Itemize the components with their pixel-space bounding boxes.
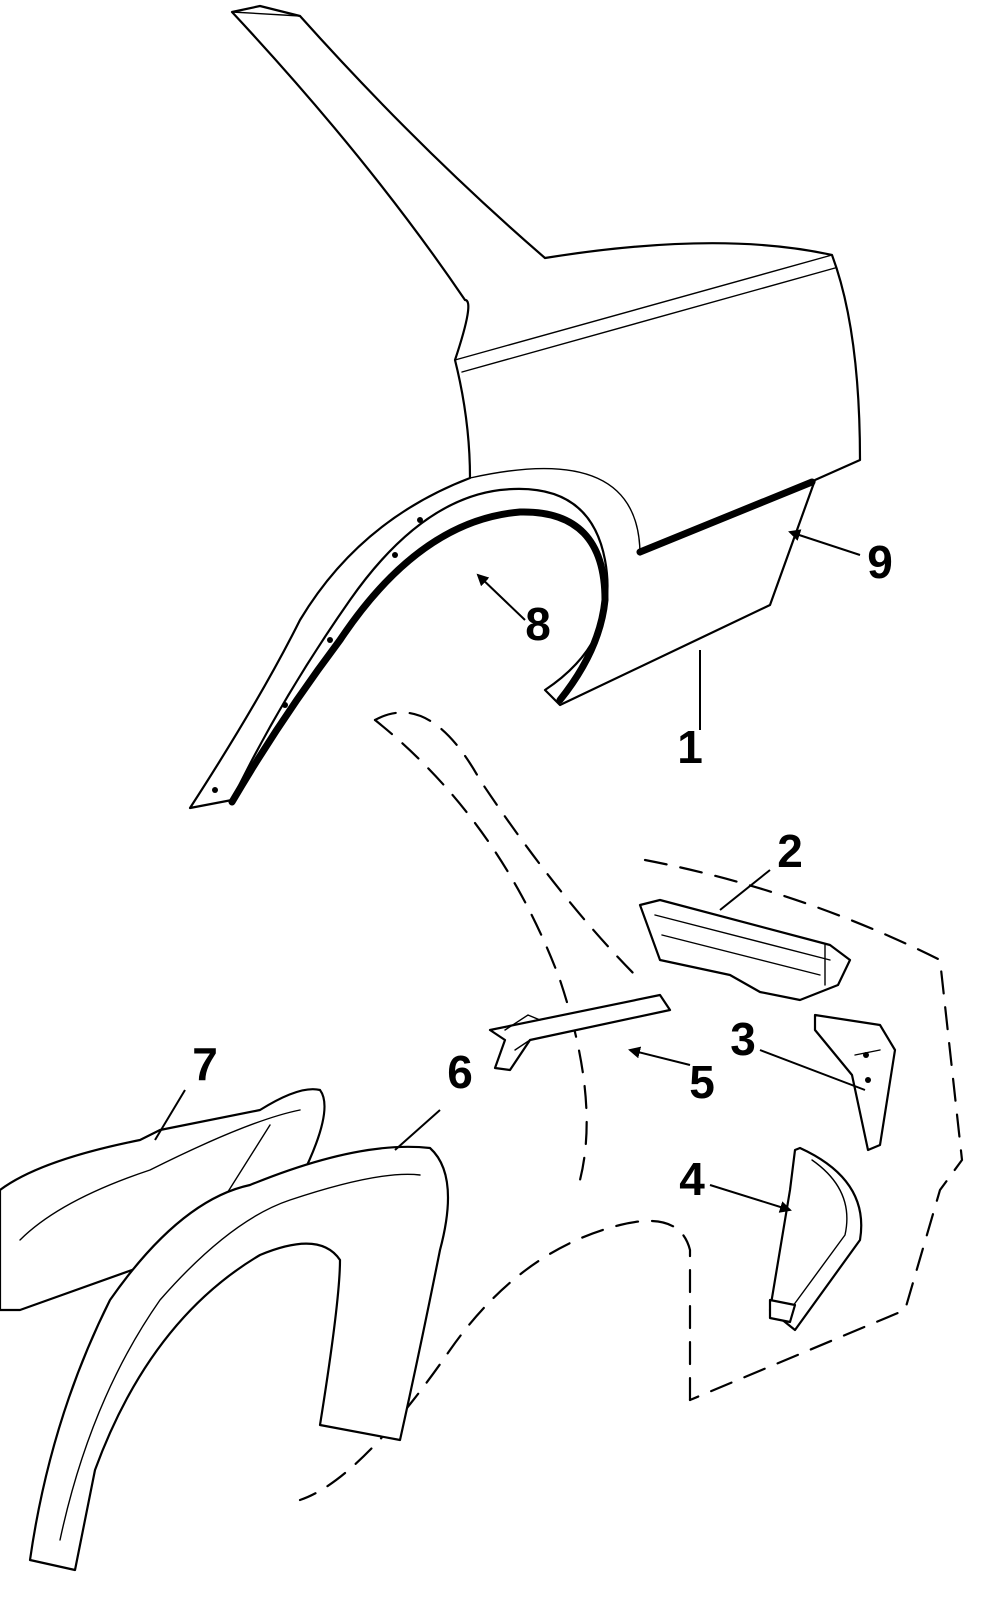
callout-3: 3 — [730, 1013, 756, 1065]
leader-2 — [719, 869, 771, 911]
leader-5 — [628, 1046, 691, 1066]
callout-2: 2 — [777, 825, 803, 877]
callout-9: 9 — [867, 536, 893, 588]
outer-wheelhouse — [28, 1145, 450, 1572]
wheel-opening-molding — [228, 508, 609, 806]
reinforcement-bracket — [638, 898, 852, 1002]
leader-9 — [788, 529, 861, 556]
quarter-panel — [188, 4, 862, 810]
rocker-molding — [636, 478, 816, 556]
callout-8: 8 — [525, 598, 551, 650]
leader-6 — [394, 1109, 441, 1151]
leader-7 — [154, 1089, 186, 1141]
leader-3 — [759, 1049, 866, 1091]
callout-labels: 1 2 3 4 5 6 7 8 9 — [192, 536, 893, 1205]
brace — [488, 993, 672, 1072]
leader-lines — [154, 529, 866, 1213]
mounting-bracket — [813, 1013, 897, 1152]
callout-7: 7 — [192, 1038, 218, 1090]
callout-1: 1 — [677, 721, 703, 773]
callout-6: 6 — [447, 1046, 473, 1098]
callout-4: 4 — [679, 1153, 705, 1205]
end-cap — [768, 1146, 863, 1332]
leader-4 — [709, 1184, 792, 1213]
leader-8 — [476, 573, 526, 621]
callout-5: 5 — [689, 1056, 715, 1108]
